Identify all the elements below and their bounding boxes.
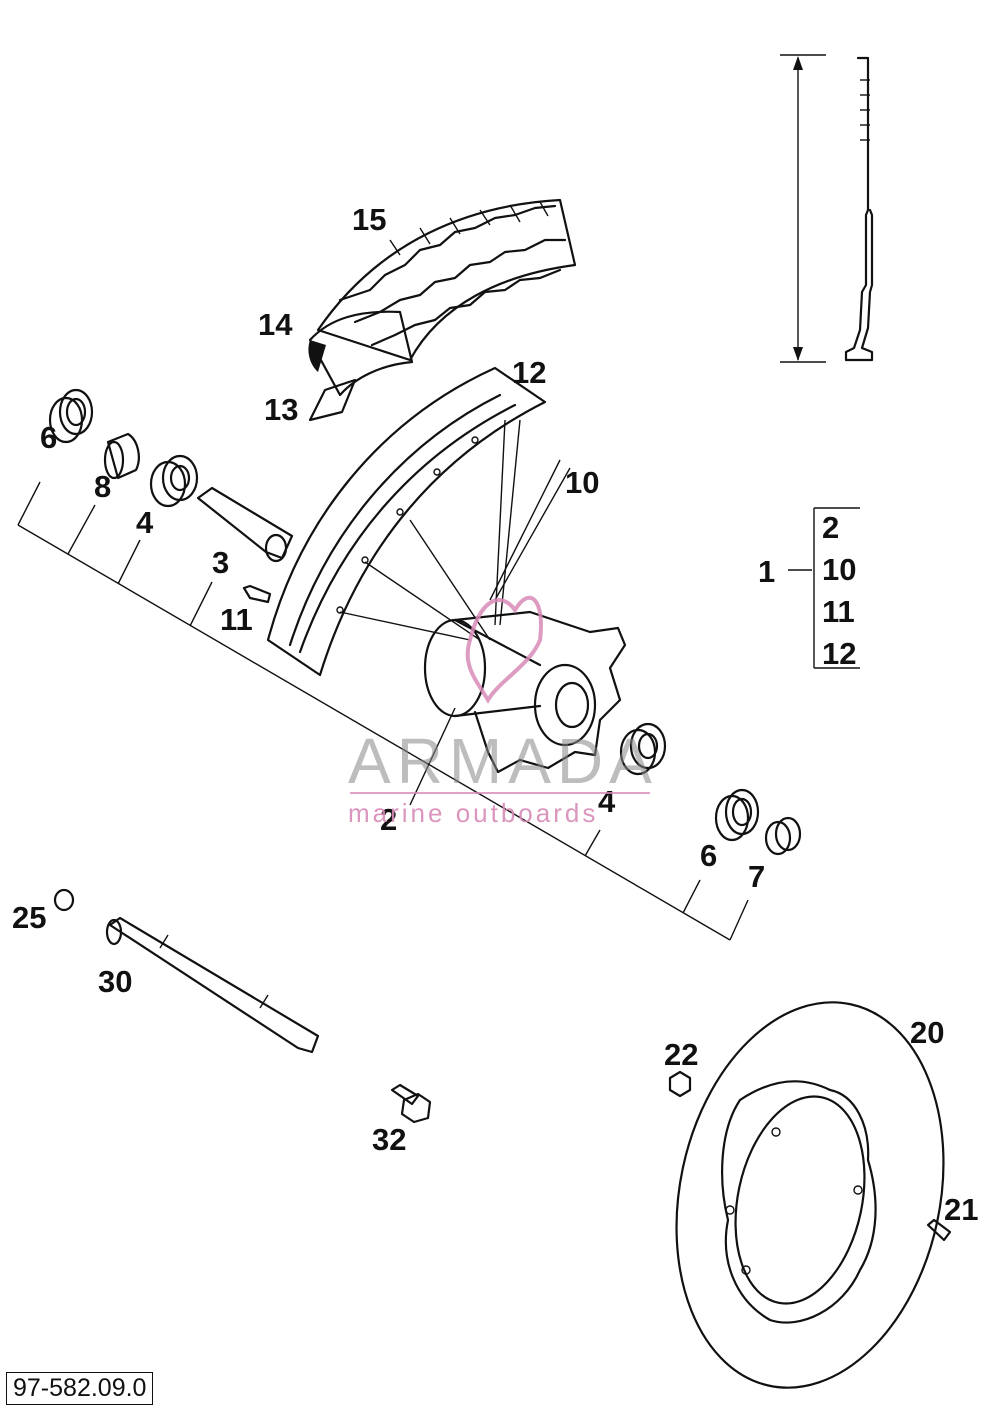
- callout-6-right: 6: [700, 838, 717, 873]
- spacer-right-icon: [764, 816, 802, 856]
- drawing-number: 97-582.09.0: [6, 1372, 154, 1405]
- callout-32: 32: [372, 1122, 406, 1157]
- tyre-icon: [316, 198, 577, 362]
- wheel-axle-icon: [105, 916, 320, 1054]
- callout-22: 22: [664, 1037, 698, 1072]
- callout-10: 10: [565, 465, 599, 500]
- inner-tube-icon: [308, 310, 414, 397]
- spokes-icon: [339, 419, 571, 641]
- watermark: ARMADA marine outboards: [348, 595, 658, 828]
- shaft-seal-icon: [48, 388, 94, 444]
- cap-icon: [53, 888, 75, 912]
- group-child-12: 12: [822, 636, 856, 671]
- callout-21: 21: [944, 1192, 978, 1227]
- callout-8: 8: [94, 469, 111, 504]
- hub-icon: [423, 610, 627, 774]
- group-child-10: 10: [822, 552, 856, 587]
- spacer-icon: [103, 432, 140, 480]
- callout-30: 30: [98, 964, 132, 999]
- callout-20: 20: [910, 1015, 944, 1050]
- callout-11: 11: [220, 602, 253, 637]
- nipple-screw-icon: [242, 584, 272, 604]
- disc-screw-icon: [926, 1218, 952, 1242]
- spoke-dimension: [780, 54, 826, 363]
- callout-4-left: 4: [136, 505, 154, 540]
- group-parent-1: 1: [758, 554, 775, 589]
- watermark-tagline: marine outboards: [348, 798, 598, 828]
- rim-icon: [266, 366, 547, 677]
- callout-14: 14: [258, 307, 293, 342]
- callout-25: 25: [12, 900, 46, 935]
- callout-3: 3: [212, 545, 229, 580]
- spoke-icon: [844, 56, 874, 362]
- callout-7: 7: [748, 859, 765, 894]
- callout-2: 2: [380, 802, 397, 837]
- watermark-brand: ARMADA: [348, 725, 658, 797]
- group-child-11: 11: [822, 594, 855, 629]
- rim-tape-icon: [308, 378, 357, 422]
- group-child-2: 2: [822, 510, 839, 545]
- bearing-right-icon: [619, 722, 667, 776]
- bearing-icon: [149, 454, 199, 508]
- callout-13: 13: [264, 392, 298, 427]
- watermark-logo-icon: [465, 595, 543, 704]
- nut-icon: [668, 1070, 692, 1098]
- callout-6-left: 6: [40, 420, 57, 455]
- callout-12: 12: [512, 355, 546, 390]
- shaft-seal-right-icon: [714, 788, 760, 842]
- callout-15: 15: [352, 202, 386, 237]
- axle-line: [17, 481, 749, 941]
- assembly-group-bracket: [788, 507, 860, 669]
- distance-tube-icon: [196, 486, 294, 563]
- collar-bolt-icon: [390, 1083, 432, 1124]
